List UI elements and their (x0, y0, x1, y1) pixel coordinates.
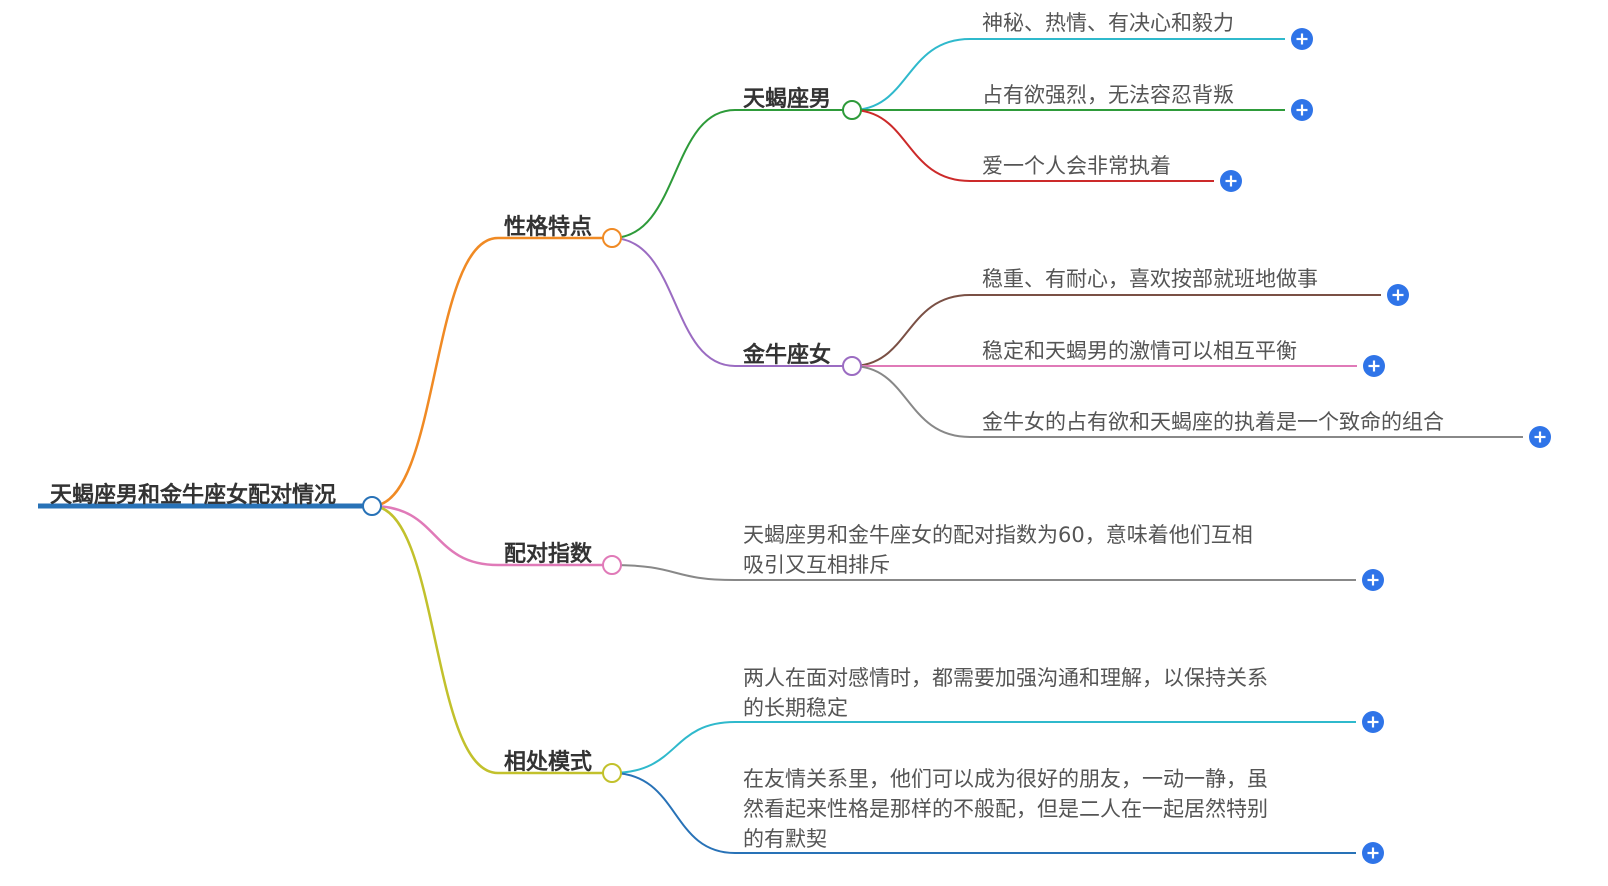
edge-mode-1 (611, 721, 1356, 774)
root-node-label[interactable]: 天蝎座男和金牛座女配对情况 (50, 483, 337, 508)
leaf-scorpio-3[interactable]: 爱一个人会非常执着 (982, 154, 1171, 178)
leaf-mode-1-line-1: 两人在面对感情时，都需要加强沟通和理解，以保持关系 (743, 666, 1268, 690)
edge-mode-2 (611, 772, 1356, 854)
taurus-node-handle[interactable] (842, 356, 862, 376)
leaf-mode-1[interactable]: 两人在面对感情时，都需要加强沟通和理解，以保持关系 的长期稳定 (743, 663, 1268, 723)
leaf-index-1-line-2: 吸引又互相排斥 (743, 553, 890, 577)
expand-button-scorpio-2[interactable] (1291, 99, 1313, 121)
expand-button-taurus-3[interactable] (1529, 426, 1551, 448)
expand-button-index-1[interactable] (1362, 569, 1384, 591)
expand-button-scorpio-1[interactable] (1291, 28, 1313, 50)
mode-node-handle[interactable] (602, 763, 622, 783)
branch-label-index[interactable]: 配对指数 (504, 542, 593, 567)
leaf-scorpio-1[interactable]: 神秘、热情、有决心和毅力 (982, 11, 1234, 35)
edge-taurus-1 (851, 294, 1381, 367)
edge-root-personality (371, 236, 612, 508)
expand-button-scorpio-3[interactable] (1220, 170, 1242, 192)
root-node-handle[interactable] (362, 496, 382, 516)
edge-personality-taurus (611, 237, 852, 367)
personality-node-handle[interactable] (602, 228, 622, 248)
branch-label-personality[interactable]: 性格特点 (504, 215, 593, 240)
leaf-index-1-line-1: 天蝎座男和金牛座女的配对指数为60，意味着他们互相 (743, 523, 1253, 547)
expand-button-taurus-2[interactable] (1363, 355, 1385, 377)
edge-scorpio-3 (851, 109, 1214, 182)
index-node-handle[interactable] (602, 555, 622, 575)
leaf-mode-2[interactable]: 在友情关系里，他们可以成为很好的朋友，一动一静，虽 然看起来性格是那样的不般配，… (743, 764, 1268, 854)
edge-personality-scorpio (611, 109, 852, 239)
edge-taurus-3 (851, 365, 1523, 438)
edge-index-1 (611, 564, 1356, 581)
sub-branch-label-scorpio[interactable]: 天蝎座男 (743, 87, 832, 112)
leaf-index-1[interactable]: 天蝎座男和金牛座女的配对指数为60，意味着他们互相 吸引又互相排斥 (743, 520, 1253, 580)
expand-button-mode-2[interactable] (1362, 842, 1384, 864)
leaf-taurus-3[interactable]: 金牛女的占有欲和天蝎座的执着是一个致命的组合 (982, 410, 1444, 434)
leaf-mode-2-line-2: 然看起来性格是那样的不般配，但是二人在一起居然特别 (743, 797, 1268, 821)
expand-button-taurus-1[interactable] (1387, 284, 1409, 306)
expand-button-mode-1[interactable] (1362, 711, 1384, 733)
edge-scorpio-1 (851, 38, 1285, 111)
leaf-mode-1-line-2: 的长期稳定 (743, 696, 848, 720)
edge-root-index (371, 504, 612, 567)
scorpio-node-handle[interactable] (842, 100, 862, 120)
leaf-mode-2-line-3: 的有默契 (743, 827, 827, 851)
sub-branch-label-taurus[interactable]: 金牛座女 (743, 343, 832, 368)
branch-label-mode[interactable]: 相处模式 (504, 750, 593, 775)
edge-root-mode (371, 504, 612, 775)
leaf-scorpio-2[interactable]: 占有欲强烈，无法容忍背叛 (982, 83, 1234, 107)
leaf-taurus-1[interactable]: 稳重、有耐心，喜欢按部就班地做事 (982, 267, 1318, 291)
leaf-taurus-2[interactable]: 稳定和天蝎男的激情可以相互平衡 (982, 339, 1297, 363)
leaf-mode-2-line-1: 在友情关系里，他们可以成为很好的朋友，一动一静，虽 (743, 767, 1268, 791)
